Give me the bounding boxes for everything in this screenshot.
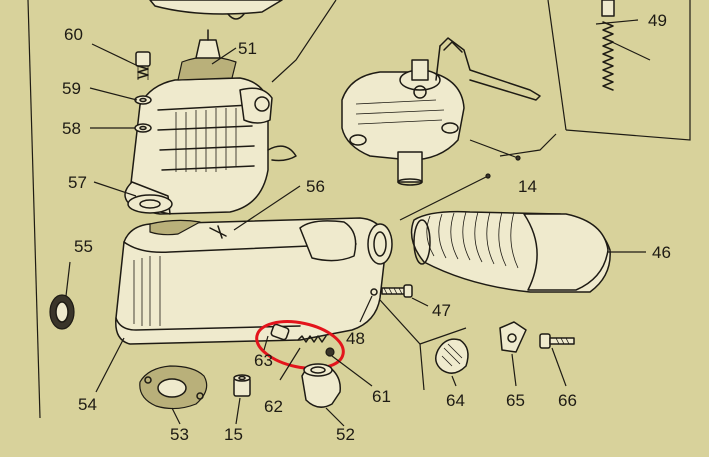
top-fragment-part bbox=[149, 0, 283, 20]
callout-58: 58 bbox=[62, 119, 81, 138]
bush-part-15 bbox=[233, 374, 251, 397]
callout-52: 52 bbox=[336, 425, 355, 444]
callout-57: 57 bbox=[68, 173, 87, 192]
leader-lines bbox=[65, 0, 651, 427]
callout-55: 55 bbox=[74, 237, 93, 256]
callout-59: 59 bbox=[62, 79, 81, 98]
callout-65: 65 bbox=[506, 391, 525, 410]
callout-63: 63 bbox=[254, 351, 273, 370]
callout-56: 56 bbox=[306, 177, 325, 196]
callout-14: 14 bbox=[518, 177, 537, 196]
callout-54: 54 bbox=[78, 395, 97, 414]
screw-part-47 bbox=[381, 284, 413, 298]
hose-part-46 bbox=[410, 210, 611, 293]
assembly-part-14 bbox=[341, 37, 541, 186]
callout-66: 66 bbox=[558, 391, 577, 410]
grommet-part-55 bbox=[49, 294, 75, 330]
callout-61: 61 bbox=[372, 387, 391, 406]
washers-part-58-59 bbox=[134, 95, 152, 133]
parts-61-62-63 bbox=[270, 323, 335, 357]
callout-64: 64 bbox=[446, 391, 465, 410]
callout-49: 49 bbox=[648, 11, 667, 30]
callout-51: 51 bbox=[238, 39, 257, 58]
gasket-part-53 bbox=[139, 365, 208, 410]
callout-53: 53 bbox=[170, 425, 189, 444]
nut-part-65 bbox=[499, 321, 527, 353]
callout-60: 60 bbox=[64, 25, 83, 44]
carburettor-body bbox=[124, 29, 297, 215]
ball-part-48 bbox=[370, 288, 378, 296]
spring-part-49 bbox=[601, 0, 615, 91]
elbow-part-52 bbox=[301, 363, 341, 408]
red-highlight-circle bbox=[255, 320, 345, 370]
callout-labels: 60 51 59 58 57 56 49 14 46 55 47 48 63 6… bbox=[62, 11, 671, 444]
bolt-part-66 bbox=[539, 333, 575, 349]
page-margin-lines bbox=[27, 0, 691, 419]
callout-48: 48 bbox=[346, 329, 365, 348]
air-box-part-54 bbox=[115, 217, 393, 345]
knob-part-64 bbox=[435, 338, 469, 374]
screw-part-60 bbox=[135, 51, 151, 80]
callout-46: 46 bbox=[652, 243, 671, 262]
callout-62: 62 bbox=[264, 397, 283, 416]
callout-15: 15 bbox=[224, 425, 243, 444]
callout-47: 47 bbox=[432, 301, 451, 320]
